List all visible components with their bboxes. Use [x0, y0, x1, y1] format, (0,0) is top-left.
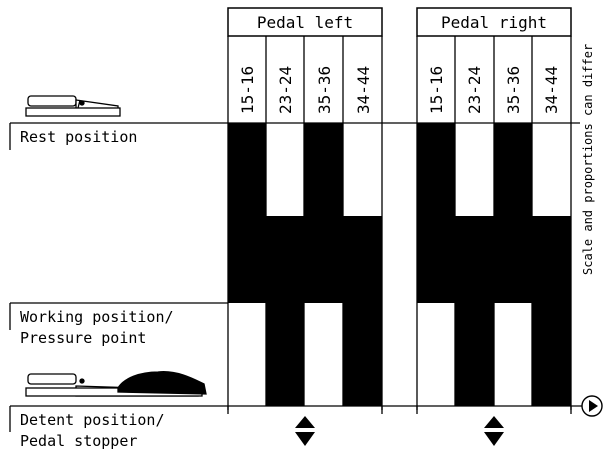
contact-block-right-34-44-lower	[532, 216, 571, 406]
detent-position-label-2: Pedal stopper	[20, 432, 137, 450]
inner-grid	[265, 123, 533, 406]
column-label: 23-24	[276, 66, 295, 114]
pedal-left-header: Pedal left	[257, 13, 353, 32]
double-arrow-icon	[295, 416, 315, 446]
column-label: 23-24	[465, 66, 484, 114]
contact-blocks	[228, 123, 571, 406]
double-arrow-icon	[484, 416, 504, 446]
pedal-left-header-box	[227, 7, 383, 37]
column-label: 34-44	[354, 66, 373, 114]
right-column-labels: 15-16 23-24 35-36 34-44	[427, 66, 561, 114]
contact-block-right-35-36-upper	[494, 123, 532, 303]
working-position-label-1: Working position/	[20, 308, 174, 326]
position-lines	[9, 122, 585, 432]
contact-block-right-23-24-lower	[455, 216, 494, 406]
column-label: 34-44	[542, 66, 561, 114]
working-position-label-2: Pressure point	[20, 329, 146, 347]
scale-note: Scale and proportions can differ	[581, 44, 595, 275]
pedal-pressed-icon	[25, 371, 207, 397]
pedal-rest-icon	[25, 95, 121, 117]
contact-block-left-35-36-upper	[304, 123, 343, 303]
contact-block-left-15-16-upper	[228, 123, 266, 303]
contact-block-left-23-24-lower	[266, 216, 304, 406]
column-label: 35-36	[315, 66, 334, 114]
detent-position-label-1: Detent position/	[20, 411, 165, 429]
play-circle-icon	[581, 395, 603, 417]
column-label: 35-36	[504, 66, 523, 114]
contact-block-right-15-16-upper	[417, 123, 455, 303]
rest-position-label: Rest position	[20, 128, 137, 146]
column-label: 15-16	[427, 66, 446, 114]
column-label: 15-16	[238, 66, 257, 114]
left-column-labels: 15-16 23-24 35-36 34-44	[238, 66, 373, 114]
pedal-right-header: Pedal right	[441, 13, 547, 32]
contact-block-left-34-44-lower	[343, 216, 382, 406]
